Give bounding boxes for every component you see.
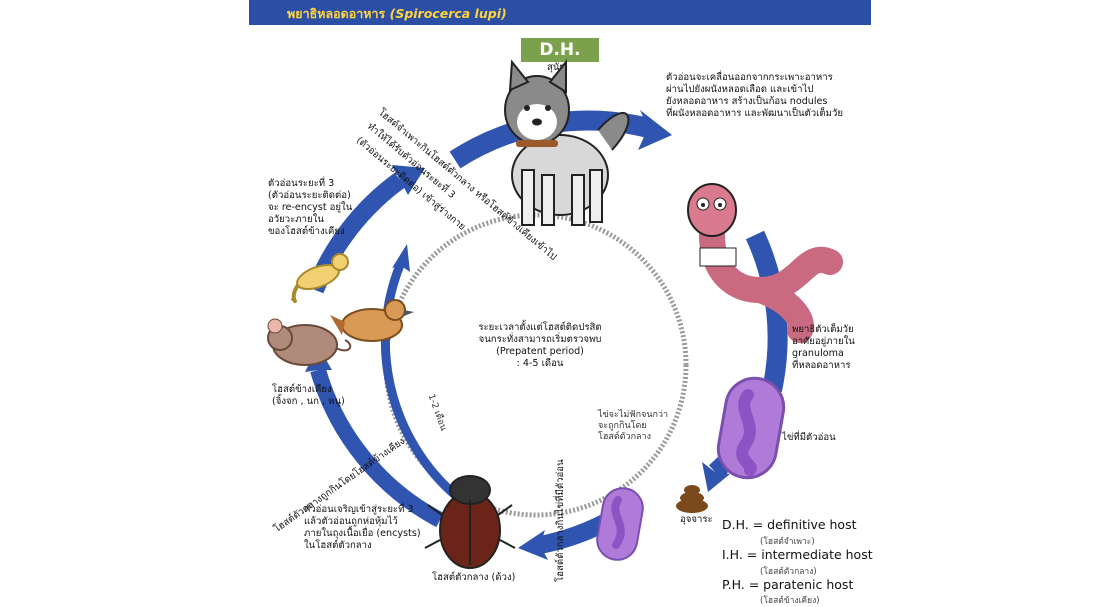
title-thai: พยาธิหลอดอาหาร [287,6,386,21]
beetle-icon [424,475,516,569]
bird-icon [330,299,414,342]
title-scientific: (Spirocerca lupi) [389,6,507,21]
note-egg-not-hatch: ไข่จะไม่ฟักจนกว่า จะถูกกินโดย โฮสต์ตัวกล… [598,410,669,442]
legend-dh-thai: (โฮสต์จำเพาะ) [760,537,815,547]
page-title: พยาธิหลอดอาหาร (Spirocerca lupi) [287,4,507,24]
header-bar [249,0,871,25]
egg-icon-small [596,487,644,561]
ih-label: โฮสต์ตัวกลาง (ด้วง) [432,572,516,583]
note-larva-migration: ตัวอ่อนจะเคลื่อนออกจากกระเพาะอาหาร ผ่านไ… [666,72,843,119]
worm-icon [687,183,843,343]
feces-icon [676,485,708,513]
legend-ih: I.H. = intermediate host [722,547,873,562]
dog-icon [504,59,630,226]
note-feces: อุจจาระ [680,514,713,525]
note-egg-with-larva: ไข่ที่มีตัวอ่อน [782,432,836,443]
mouse-icon [267,318,352,366]
note-prepatent-period: ระยะเวลาตั้งแต่โฮสต์ติดปรสิต จนกระทั่งสา… [478,322,602,369]
legend-ph: P.H. = paratenic host [722,577,854,592]
note-adult-worm: พยาธิตัวเต็มวัย อาศัยอยู่ภายใน granuloma… [792,324,855,371]
legend-ih-thai: (โฮสต์ตัวกลาง) [760,567,817,577]
cycle-arrow-inner-left [380,263,458,499]
egg-icon-large [716,376,786,480]
note-ih-eats-egg: โฮสต์ตัวกลางกินไข่ที่มีตัวอ่อน [555,459,566,582]
note-l3-reencyst: ตัวอ่อนระยะที่ 3 (ตัวอ่อนระยะติดต่อ) จะ … [268,178,353,237]
legend-ph-thai: (โฮสต์ข้างเคียง) [760,596,820,606]
dog-label: สุนัข [547,62,566,73]
lizard-icon [290,253,349,304]
ph-label: โฮสต์ข้างเคียง (จิ้งจก , นก , หนู) [272,384,345,407]
note-l3-encyst: ตัวอ่อนเจริญเข้าสู่ระยะที่ 3 แล้วตัวอ่อน… [304,504,421,551]
legend-dh: D.H. = definitive host [722,517,857,532]
dashed-ring [383,212,689,518]
cycle-arrow-right [745,230,788,393]
dh-box: D.H. [521,38,599,62]
cycle-arrow-outer-left [310,367,444,528]
